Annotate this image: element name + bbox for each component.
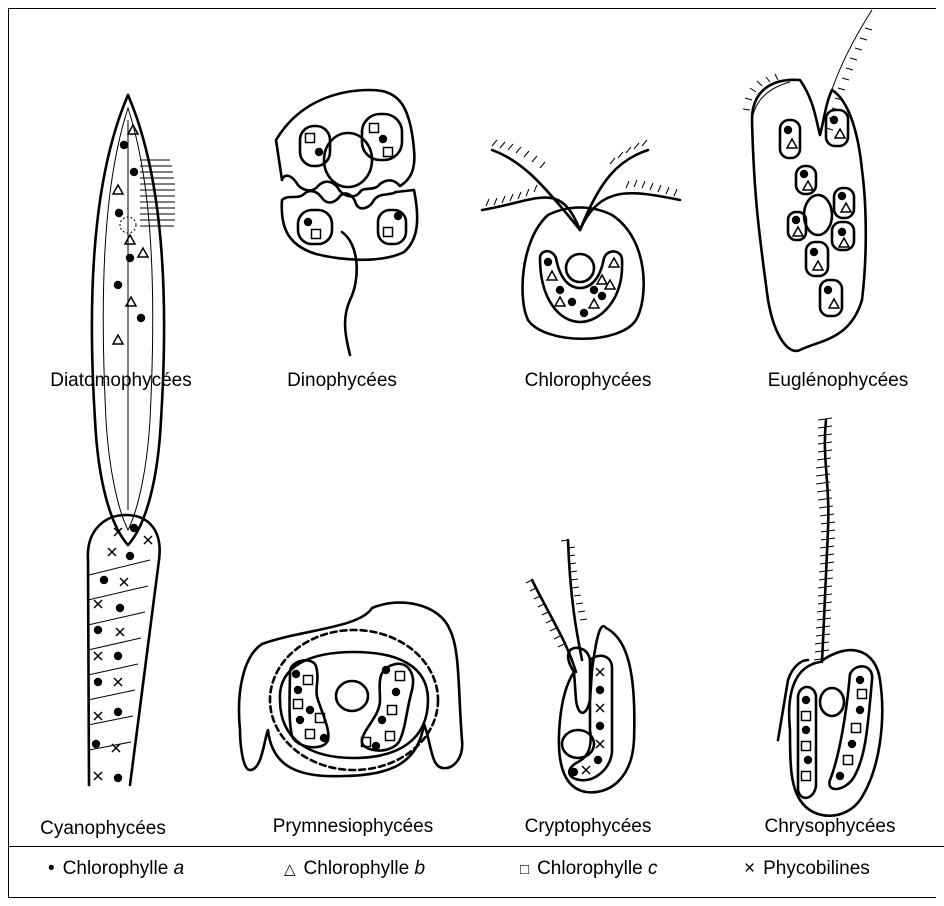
triangle-icon: △: [284, 860, 296, 878]
legend-chlorophyll-c: □Chlorophylle c: [520, 858, 657, 880]
label-cryptophyceae: Cryptophycées: [525, 816, 652, 838]
dot-icon: •: [48, 858, 55, 880]
cryptophyceae-illustration: [526, 540, 634, 792]
label-cyanophyceae: Cyanophycées: [40, 818, 166, 840]
label-diatomophyceae: Diatomophycées: [50, 370, 192, 392]
chlorophyceae-illustration: [482, 140, 680, 339]
dinophyceae-illustration: [276, 90, 417, 355]
chrysophyceae-illustration: [778, 418, 882, 816]
diatom-illustration: [92, 95, 175, 545]
legend-chlorophyll-a: •Chlorophylle a: [48, 858, 184, 880]
label-dinophyceae: Dinophycées: [287, 370, 397, 392]
label-chlorophyceae: Chlorophycées: [525, 370, 652, 392]
legend-chlorophyll-b: △Chlorophylle b: [284, 858, 425, 880]
label-prymnesiophyceae: Prymnesiophycées: [273, 816, 434, 838]
euglenophyceae-illustration: [743, 10, 872, 351]
legend-phycobilines: ×Phycobilines: [744, 858, 870, 880]
square-icon: □: [520, 861, 529, 878]
cyanophyceae-illustration: [88, 515, 160, 785]
cross-icon: ×: [744, 858, 755, 880]
prymnesiophyceae-illustration: [239, 603, 462, 777]
label-chrysophyceae: Chrysophycées: [765, 816, 896, 838]
label-euglenophyceae: Euglénophycées: [768, 370, 909, 392]
